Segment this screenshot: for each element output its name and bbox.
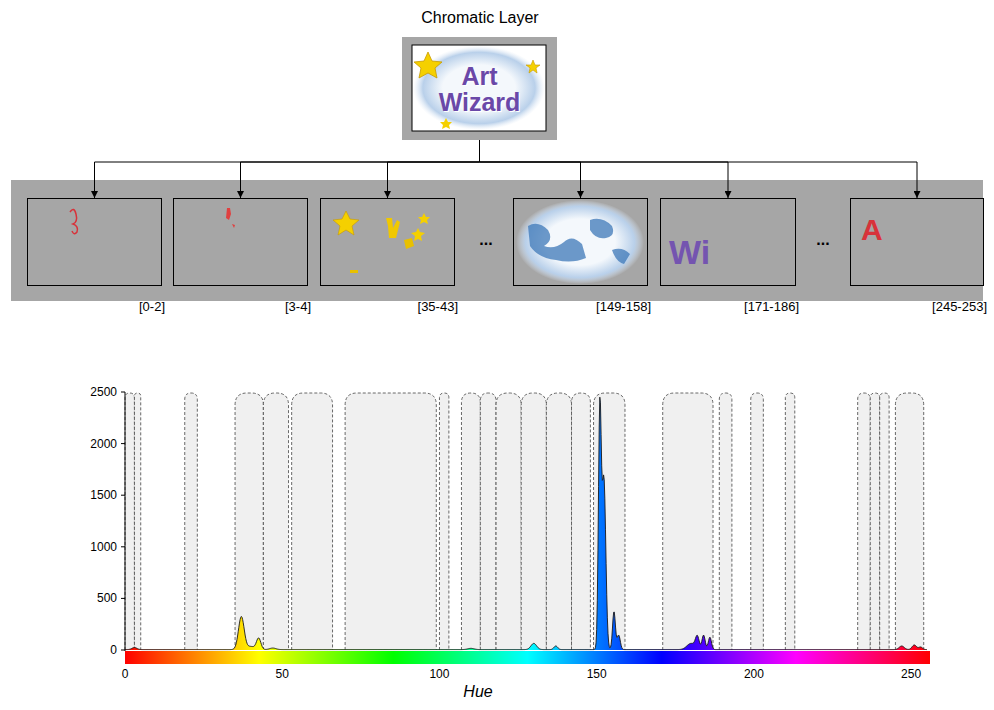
hue-range-label: [171-186] bbox=[744, 299, 799, 314]
yellow-fragment bbox=[386, 218, 400, 238]
panel-letters: Wi bbox=[669, 235, 710, 269]
hue-range bbox=[125, 393, 134, 650]
x-tick-label: 250 bbox=[901, 668, 921, 680]
histogram-area bbox=[125, 397, 927, 650]
histogram-line bbox=[125, 397, 927, 649]
hue-range bbox=[880, 393, 889, 650]
connector-arrow bbox=[480, 140, 581, 198]
logo-star bbox=[440, 118, 452, 129]
hue-range bbox=[439, 393, 448, 650]
layer-panel: [35-43] bbox=[320, 198, 455, 286]
axis-title: Hue bbox=[463, 684, 492, 700]
blue-fragment bbox=[528, 219, 630, 264]
hue-colorbar bbox=[125, 651, 930, 664]
hue-range bbox=[895, 393, 923, 650]
x-tick-label: 100 bbox=[429, 668, 449, 680]
hue-range bbox=[480, 393, 496, 650]
hue-range bbox=[496, 393, 521, 650]
yellow-star bbox=[333, 211, 359, 235]
hue-range-label: [3-4] bbox=[285, 299, 311, 314]
red-fragment bbox=[226, 208, 235, 228]
logo-box bbox=[412, 45, 546, 131]
image-frame bbox=[402, 37, 557, 140]
connector-arrow bbox=[388, 140, 480, 198]
y-tick-label: 1500 bbox=[90, 489, 117, 501]
hue-range bbox=[235, 393, 263, 650]
hue-range bbox=[572, 393, 591, 650]
image-node: Art Wizard bbox=[402, 37, 557, 140]
title: Chromatic Layer bbox=[421, 9, 538, 27]
hue-range bbox=[546, 393, 571, 650]
x-tick-label: 50 bbox=[276, 668, 289, 680]
x-tick-label: 200 bbox=[744, 668, 764, 680]
y-tick-label: 500 bbox=[97, 592, 117, 604]
red-fragment bbox=[70, 209, 78, 233]
hue-range bbox=[263, 393, 288, 650]
hue-range bbox=[785, 393, 794, 650]
connector-arrow bbox=[241, 140, 480, 198]
hue-range bbox=[292, 393, 333, 650]
hue-range bbox=[521, 393, 546, 650]
yellow-star bbox=[411, 228, 425, 241]
y-ticks bbox=[121, 392, 125, 650]
hue-range bbox=[461, 393, 480, 650]
layer-panel: [149-158] bbox=[513, 198, 648, 286]
hue-range bbox=[751, 393, 764, 650]
connector-arrow bbox=[480, 140, 729, 198]
x-tick-label: 150 bbox=[587, 668, 607, 680]
panel-band bbox=[11, 180, 983, 301]
hue-range-label: [149-158] bbox=[596, 299, 651, 314]
y-tick-label: 2500 bbox=[90, 386, 117, 398]
hue-range bbox=[663, 393, 713, 650]
hue-range-label: [245-253] bbox=[932, 299, 987, 314]
layer-panel: Wi[171-186] bbox=[660, 198, 796, 286]
hue-range bbox=[719, 393, 732, 650]
hue-range bbox=[870, 393, 879, 650]
connector-arrow bbox=[480, 140, 918, 198]
yellow-star bbox=[418, 213, 430, 224]
layer-panel: [3-4] bbox=[173, 198, 308, 286]
panel-letters: A bbox=[861, 215, 883, 245]
y-tick-label: 2000 bbox=[90, 438, 117, 450]
logo-star bbox=[414, 52, 442, 78]
x-tick-label: 0 bbox=[122, 668, 129, 680]
y-axis bbox=[125, 392, 126, 651]
hue-range bbox=[345, 393, 436, 650]
connector-arrow bbox=[95, 140, 480, 198]
hue-range-label: [0-2] bbox=[139, 299, 165, 314]
hue-range bbox=[858, 393, 871, 650]
logo-text: Art Wizard bbox=[421, 62, 539, 115]
logo-star bbox=[526, 60, 540, 73]
y-tick-label: 0 bbox=[110, 644, 117, 656]
layer-panel: [0-2] bbox=[27, 198, 162, 286]
hue-range-label: [35-43] bbox=[418, 299, 458, 314]
blue-cloud bbox=[516, 200, 644, 284]
layer-panel: A[245-253] bbox=[850, 198, 984, 286]
y-tick-label: 1000 bbox=[90, 541, 117, 553]
hue-range bbox=[185, 393, 198, 650]
hue-range bbox=[134, 393, 140, 650]
logo-cloud bbox=[413, 46, 545, 130]
yellow-fragment bbox=[350, 238, 414, 273]
ellipsis: ... bbox=[479, 232, 492, 248]
ellipsis: ... bbox=[816, 232, 829, 248]
